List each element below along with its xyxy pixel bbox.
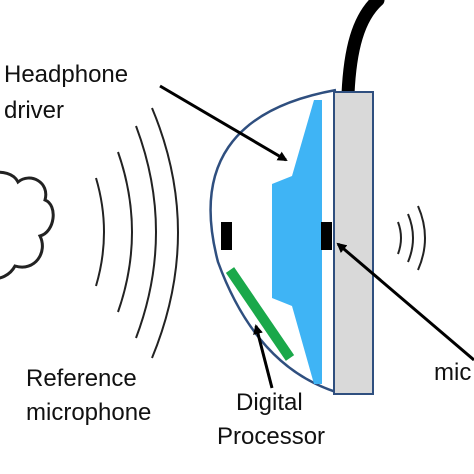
reference-microphone-label-line1: Reference [26,365,137,392]
ear-cup-dome [209,88,337,394]
noise-source-cloud-icon [0,170,55,280]
reference-microphone-label-line2: microphone [26,399,151,426]
digital-processor-arrow [253,324,274,389]
incoming-sound-waves-icon [95,107,179,359]
headphone-driver-label-line1: Headphone [4,61,128,88]
residual-sound-waves-icon [397,205,426,271]
error-microphone-label-partial: mic [434,359,471,386]
error-microphone-arrow [336,242,474,362]
headphone-cable-icon [341,0,385,101]
digital-processor-label-line2: Processor [217,423,325,450]
headphone-driver-label-line2: driver [4,97,64,124]
digital-processor-board [225,267,295,361]
housing-panel [333,91,374,395]
headphone-driver-arrow [159,84,288,162]
error-microphone-icon [321,222,332,250]
headphone-driver-shape [272,100,322,384]
reference-microphone-icon [221,222,232,250]
digital-processor-label-line1: Digital [236,389,303,416]
